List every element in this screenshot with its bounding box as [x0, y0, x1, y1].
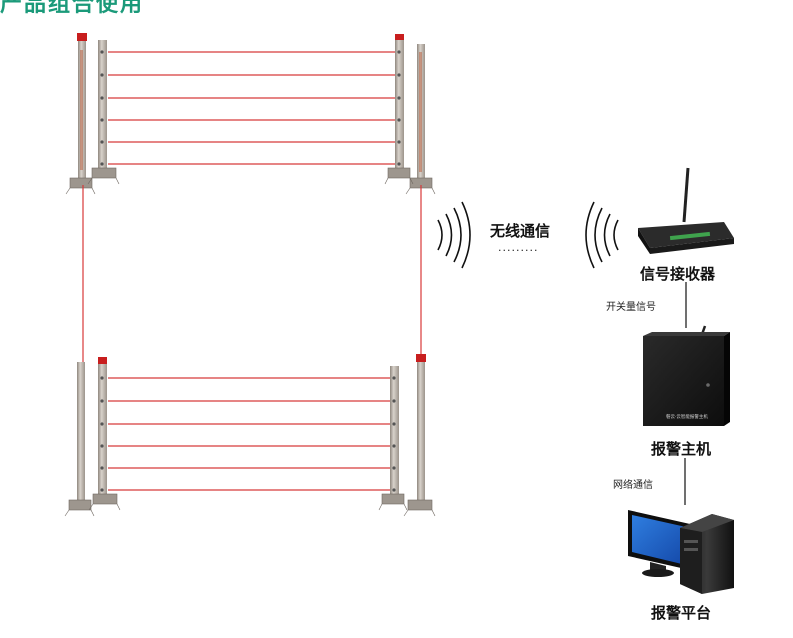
- bottom-left-pole-tall: [77, 362, 85, 502]
- bottom-right-bases: [378, 493, 436, 517]
- host-brand-text: 磐云·云智能报警主机: [666, 413, 708, 420]
- top-right-pole-tall: [417, 44, 425, 182]
- alarm-host-label: 报警主机: [651, 440, 712, 458]
- receiver-label: 信号接收器: [640, 265, 716, 283]
- signal-receiver-device: [638, 167, 734, 254]
- signal-waves-icon: [585, 201, 619, 269]
- bottom-beams: [108, 377, 393, 491]
- top-left-pole-tall: [77, 33, 87, 180]
- alarm-host-device: 磐云·云智能报警主机: [643, 325, 730, 426]
- vertical-beams: [82, 185, 422, 362]
- bottom-left-bases: [64, 493, 121, 517]
- bottom-left-pole: [98, 357, 107, 496]
- computer-icon: [628, 510, 734, 594]
- top-right-pole: [395, 34, 404, 170]
- top-beams: [108, 51, 398, 165]
- page-title: 产品组合使用: [0, 0, 145, 14]
- top-right-bases: [384, 167, 436, 195]
- top-left-pole: [98, 40, 107, 170]
- top-beam-fence: [65, 33, 436, 195]
- switch-signal-label: 开关量信号: [606, 302, 656, 313]
- wireless-label: 无线通信: [490, 222, 551, 240]
- bottom-beam-fence: [64, 354, 436, 517]
- top-left-bases: [65, 167, 120, 195]
- antenna-icon: [682, 167, 690, 223]
- signal-waves-icon: [437, 201, 471, 269]
- bottom-right-pole-tall: [416, 354, 426, 502]
- bottom-right-pole: [390, 366, 399, 496]
- monitor-icon: [628, 510, 690, 577]
- platform-label: 报警平台: [651, 604, 712, 622]
- network-label: 网络通信: [613, 480, 653, 491]
- wireless-dots: ·········: [498, 244, 539, 257]
